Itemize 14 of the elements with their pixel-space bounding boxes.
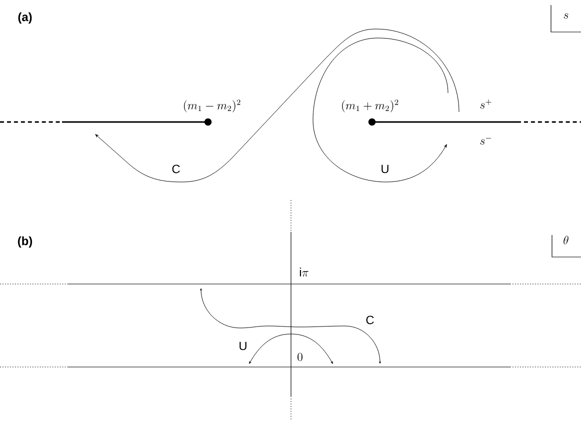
sheet-label: $s^-$ (480, 138, 492, 145)
branch-point-label: $(m_1+m_2)^2$ (342, 100, 398, 112)
variable-label: $s$ (564, 13, 568, 19)
panel-label: (b) (18, 236, 32, 248)
panel-label: (a) (18, 12, 32, 24)
sheet-label: $s^+$ (480, 99, 492, 109)
branch-point-label: $(m_1-m_2)^2$ (184, 100, 240, 112)
contour-label: U (382, 164, 388, 174)
variable-label: $\theta$ (564, 236, 568, 244)
contour-label: C (172, 164, 180, 174)
axis-value-label: $\mathrm{i}\pi$ (300, 268, 308, 276)
contour-label: C (366, 316, 374, 324)
axis-value-label: $0$ (298, 352, 302, 362)
contour-label: U (240, 342, 246, 350)
